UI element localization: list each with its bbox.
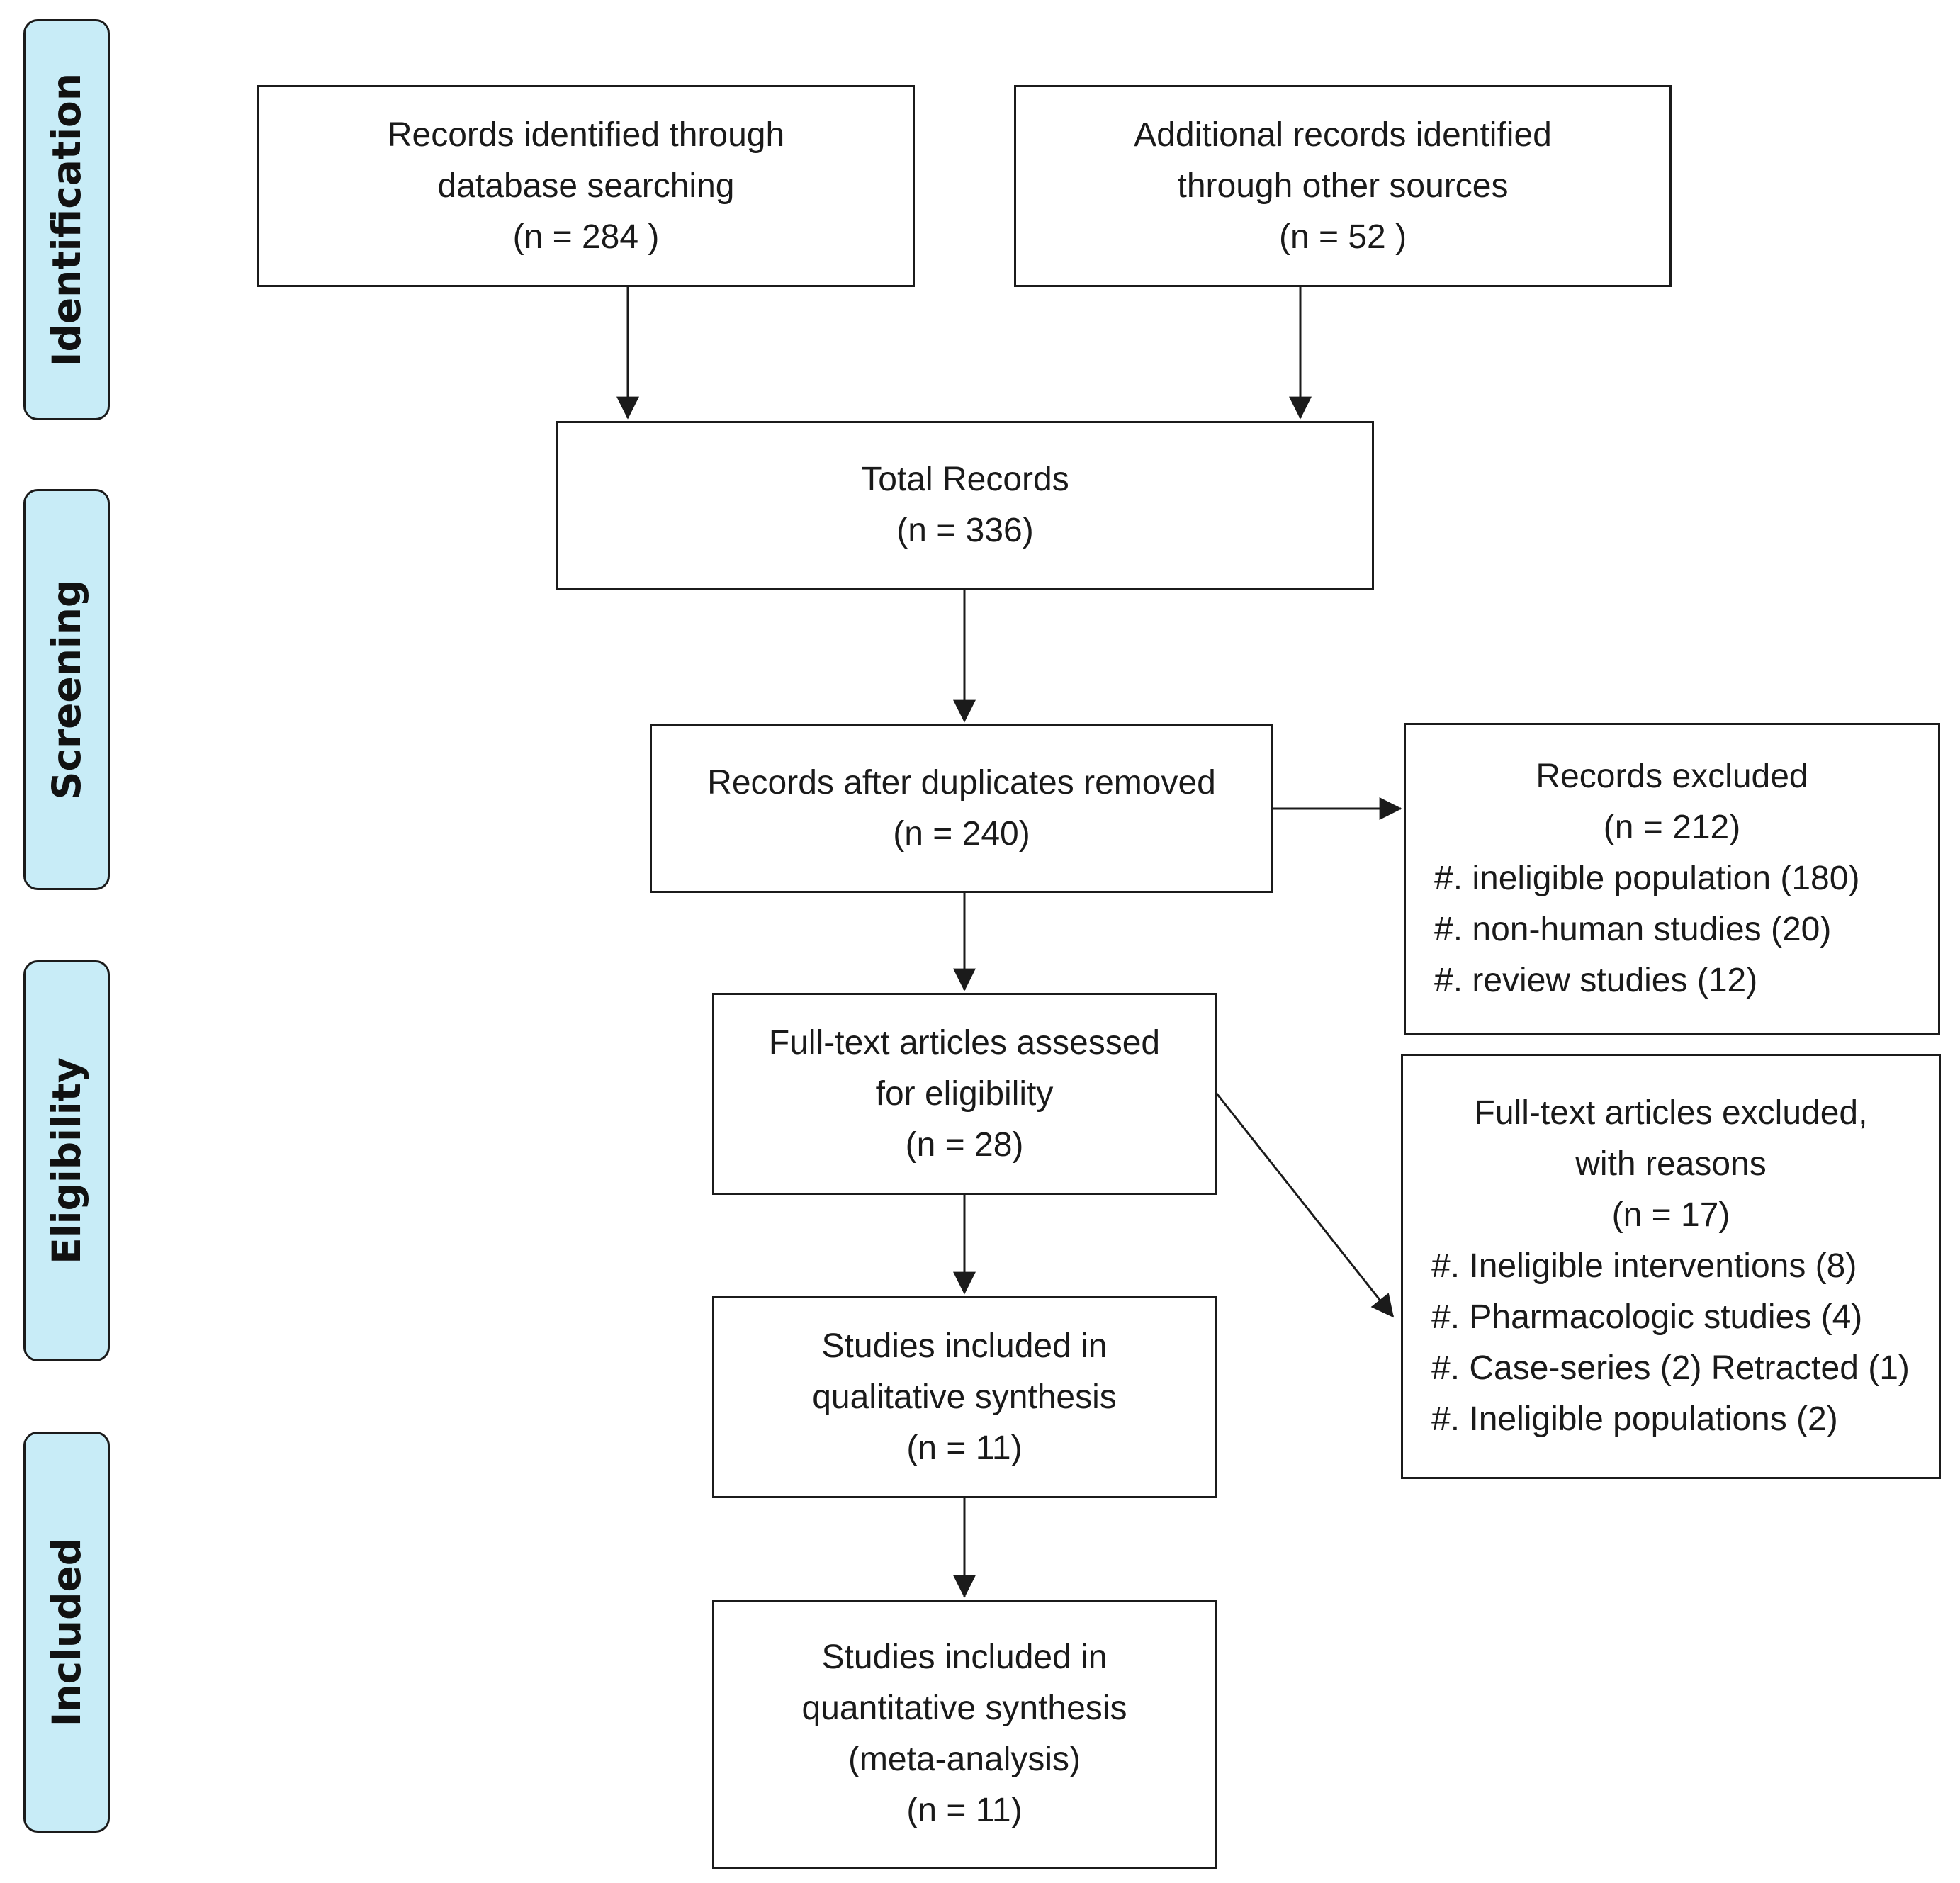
database-records-count: (n = 284 ) — [512, 218, 660, 256]
other-sources-line2: through other sources — [1177, 167, 1509, 205]
records-excluded-reason: #. ineligible population (180) — [1434, 860, 1860, 897]
phase-eligibility: Eligibility — [23, 960, 110, 1361]
full-text-assessed-box: Full-text articles assessed for eligibil… — [712, 993, 1217, 1195]
records-excluded-reason: #. review studies (12) — [1434, 962, 1758, 999]
full-text-excluded-reason: #. Ineligible populations (2) — [1431, 1400, 1838, 1438]
database-records-line1: Records identified through — [387, 116, 785, 154]
after-duplicates-count: (n = 240) — [893, 815, 1030, 853]
qualitative-synthesis-count: (n = 11) — [906, 1429, 1023, 1467]
records-excluded-reason: #. non-human studies (20) — [1434, 911, 1832, 948]
full-text-excluded-line1: Full-text articles excluded, — [1474, 1094, 1868, 1132]
total-records-count: (n = 336) — [896, 512, 1034, 549]
full-text-excluded-reason: #. Pharmacologic studies (4) — [1431, 1298, 1863, 1336]
quantitative-synthesis-line2: quantitative synthesis — [801, 1690, 1127, 1727]
database-records-line2: database searching — [437, 167, 735, 205]
full-text-excluded-reason: #. Case-series (2) Retracted (1) — [1431, 1349, 1910, 1387]
full-text-excluded-line2: with reasons — [1575, 1145, 1767, 1183]
total-records-box: Total Records (n = 336) — [556, 421, 1374, 590]
after-duplicates-line1: Records after duplicates removed — [707, 764, 1216, 802]
full-text-excluded-reason: #. Ineligible interventions (8) — [1431, 1247, 1857, 1285]
qualitative-synthesis-line2: qualitative synthesis — [812, 1378, 1117, 1416]
phase-identification: Identification — [23, 19, 110, 420]
arrow-full-text-to-excluded — [1215, 1093, 1395, 1318]
quantitative-synthesis-line1: Studies included in — [821, 1639, 1108, 1676]
records-excluded-box: Records excluded (n = 212) #. ineligible… — [1404, 723, 1940, 1035]
other-sources-box: Additional records identified through ot… — [1014, 85, 1672, 287]
full-text-assessed-line1: Full-text articles assessed — [768, 1023, 1161, 1062]
quantitative-synthesis-line3: (meta-analysis) — [847, 1741, 1081, 1778]
phase-screening: Screening — [23, 489, 110, 890]
qualitative-synthesis-line1: Studies included in — [821, 1327, 1108, 1365]
full-text-excluded-box: Full-text articles excluded, with reason… — [1401, 1054, 1941, 1479]
database-records-box: Records identified through database sear… — [257, 85, 915, 287]
records-excluded-count: (n = 212) — [1603, 809, 1741, 846]
full-text-excluded-count: (n = 17) — [1611, 1196, 1730, 1234]
other-sources-line1: Additional records identified — [1134, 116, 1552, 154]
records-excluded-reasons: #. ineligible population (180) #. non-hu… — [1434, 853, 1859, 1006]
full-text-assessed-line2: for eligibility — [875, 1074, 1054, 1113]
qualitative-synthesis-box: Studies included in qualitative synthesi… — [712, 1296, 1217, 1498]
after-duplicates-box: Records after duplicates removed (n = 24… — [650, 724, 1273, 893]
records-excluded-line1: Records excluded — [1536, 758, 1808, 795]
other-sources-count: (n = 52 ) — [1278, 218, 1407, 256]
phase-included: Included — [23, 1432, 110, 1833]
full-text-excluded-reasons: #. Ineligible interventions (8) #. Pharm… — [1431, 1241, 1910, 1445]
quantitative-synthesis-count: (n = 11) — [906, 1792, 1023, 1829]
total-records-line1: Total Records — [861, 461, 1069, 498]
quantitative-synthesis-box: Studies included in quantitative synthes… — [712, 1600, 1217, 1869]
full-text-assessed-count: (n = 28) — [905, 1125, 1024, 1164]
